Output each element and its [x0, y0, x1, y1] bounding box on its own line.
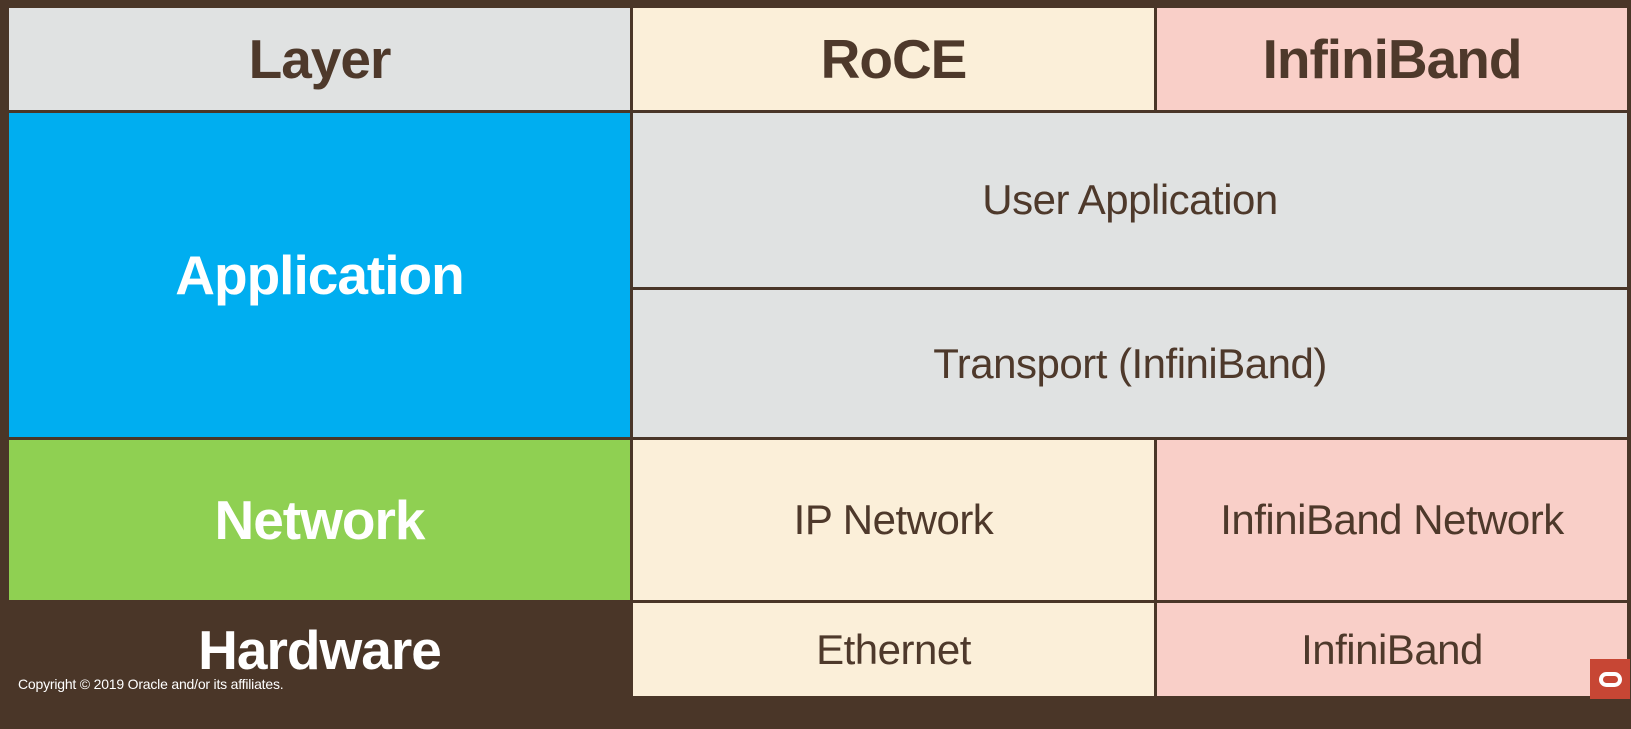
cell-ethernet: Ethernet	[633, 603, 1154, 696]
cell-label-ip-network: IP Network	[793, 496, 994, 543]
header-label-roce: RoCE	[820, 28, 968, 90]
layer-cell-hardware: Hardware	[9, 603, 630, 696]
layer-label-network: Network	[214, 489, 426, 551]
oracle-o-glyph	[1598, 671, 1622, 687]
cell-label-infiniband-hardware: InfiniBand	[1301, 625, 1483, 673]
header-label-infiniband: InfiniBand	[1262, 28, 1523, 90]
cell-infiniband-hardware: InfiniBand	[1157, 603, 1627, 696]
header-cell-layer: Layer	[9, 8, 630, 110]
cell-infiniband-network: InfiniBand Network	[1157, 440, 1627, 600]
header-cell-roce: RoCE	[633, 8, 1154, 110]
layer-label-application: Application	[175, 244, 464, 306]
copyright-notice: Copyright © 2019 Oracle and/or its affil…	[18, 676, 284, 692]
layer-cell-network: Network	[9, 440, 630, 600]
header-cell-infiniband: InfiniBand	[1157, 8, 1627, 110]
cell-label-user-application: User Application	[982, 176, 1278, 223]
cell-ip-network: IP Network	[633, 440, 1154, 600]
cell-user-application: User Application	[633, 113, 1627, 287]
cell-transport-infiniband: Transport (InfiniBand)	[633, 290, 1627, 437]
layer-label-hardware: Hardware	[198, 618, 442, 681]
comparison-table: Layer RoCE InfiniBand Application User A…	[9, 8, 1627, 696]
oracle-logo-icon	[1590, 659, 1630, 699]
cell-label-transport-infiniband: Transport (InfiniBand)	[933, 339, 1327, 387]
layer-cell-application: Application	[9, 113, 630, 437]
header-label-layer: Layer	[248, 28, 392, 90]
cell-label-ethernet: Ethernet	[816, 625, 971, 673]
cell-label-infiniband-network: InfiniBand Network	[1220, 496, 1564, 543]
